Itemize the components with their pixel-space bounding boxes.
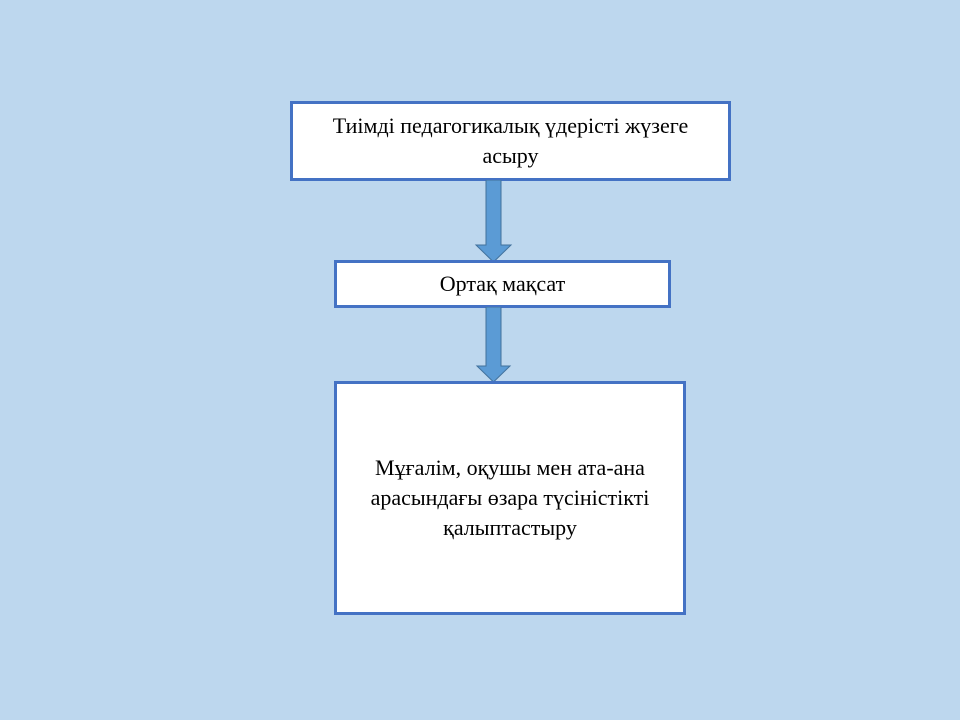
node-text: Ортақ мақсат bbox=[439, 271, 566, 296]
node-text: Мұғалім, оқушы мен ата-ана арасындағы өз… bbox=[370, 455, 650, 540]
arrow-down-icon bbox=[474, 180, 513, 263]
node-mutual-understanding: Мұғалім, оқушы мен ата-ана арасындағы өз… bbox=[334, 381, 686, 615]
node-common-goal: Ортақ мақсат bbox=[334, 260, 671, 308]
node-text: Тиімді педагогикалық үдерісті жүзеге асы… bbox=[332, 113, 689, 168]
node-effective-pedagogical-process: Тиімді педагогикалық үдерісті жүзеге асы… bbox=[290, 101, 731, 181]
arrow-down-icon bbox=[475, 307, 512, 383]
